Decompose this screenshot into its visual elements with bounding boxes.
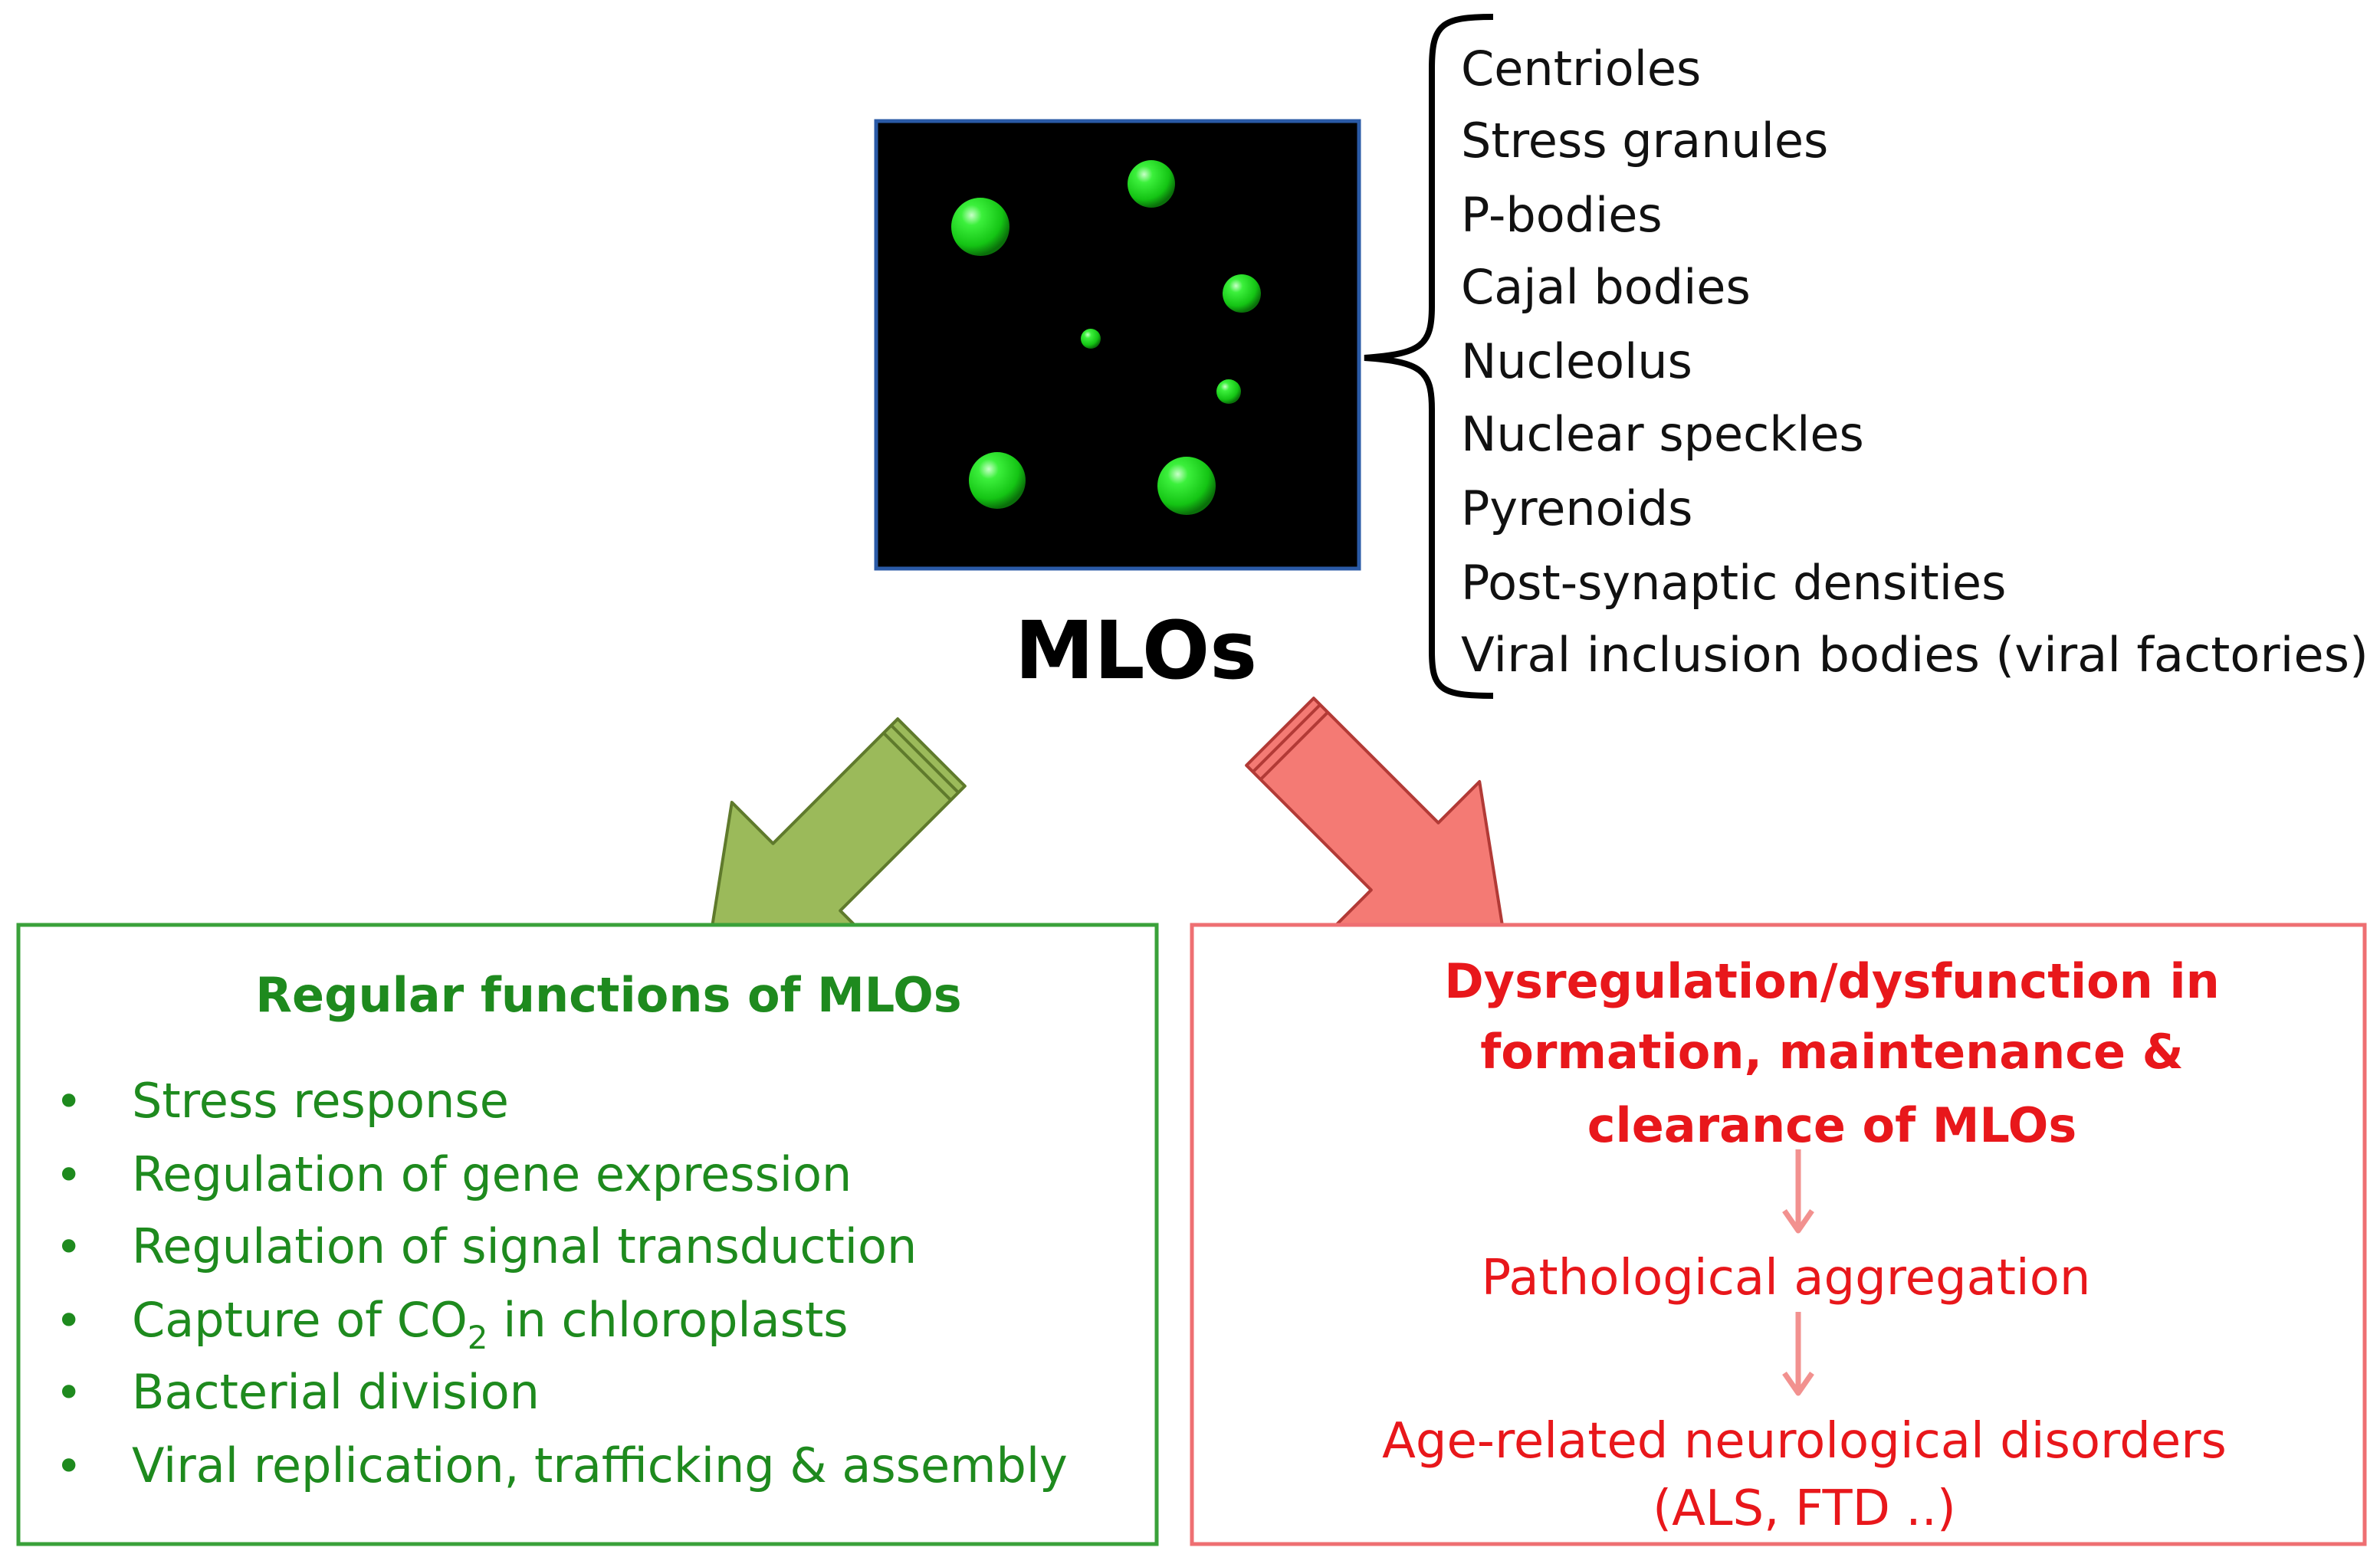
mlo-type-item: P-bodies (1461, 187, 1663, 243)
green-arrow (702, 717, 967, 982)
down-arrow-head (1782, 1209, 1814, 1234)
mlo-sphere (1128, 160, 1175, 208)
pathological-aggregation: Pathological aggregation (1482, 1250, 2091, 1306)
mlo-sphere (1216, 379, 1241, 404)
mlo-title: MLOs (1015, 604, 1257, 697)
mlo-type-item: Viral inclusion bodies (viral factories) (1461, 627, 2369, 683)
co2-suffix: in chloroplasts (488, 1292, 849, 1348)
regular-functions-title: Regular functions of MLOs (255, 967, 961, 1023)
dysfunction-box: Dysregulation/dysfunction in formation, … (1190, 923, 2367, 1546)
co2-prefix: Capture of CO (132, 1292, 468, 1348)
regular-function-item: Regulation of gene expression (132, 1146, 852, 1202)
disorders-line: Age-related neurological disorders (1382, 1413, 2227, 1470)
bullet-dot: • (55, 1149, 82, 1202)
dysfunction-title-line: Dysregulation/dysfunction in (1444, 953, 2220, 1009)
mlo-type-item: Stress granules (1461, 113, 1828, 169)
regular-function-item: Viral replication, trafficking & assembl… (132, 1438, 1068, 1493)
mlo-type-list: Centrioles Stress granules P-bodies Caja… (1461, 41, 2369, 683)
mlo-image-background (874, 119, 1361, 571)
mlo-sphere (951, 198, 1009, 256)
mlo-sphere (969, 452, 1026, 509)
mlo-type-item: Cajal bodies (1461, 259, 1751, 315)
mlo-sphere (1157, 457, 1216, 515)
mlo-type-item: Centrioles (1461, 41, 1701, 97)
bullet-dot: • (55, 1294, 82, 1348)
mlo-sphere (1081, 329, 1101, 349)
green-arrow-shape (702, 717, 967, 982)
down-arrow-head (1782, 1372, 1814, 1396)
bullet-dot: • (55, 1075, 82, 1129)
mlo-image-panel (874, 119, 1361, 571)
regular-function-item: Regulation of signal transduction (132, 1218, 917, 1274)
disorders-line: (ALS, FTD ..) (1653, 1480, 1956, 1537)
down-arrow (1782, 1149, 1814, 1234)
bullet-dot: • (55, 1221, 82, 1274)
mlo-type-item: Pyrenoids (1461, 480, 1692, 536)
regular-functions-box: Regular functions of MLOs • Stress respo… (16, 923, 1159, 1546)
mlo-type-item: Nuclear speckles (1461, 406, 1864, 462)
down-arrow (1782, 1312, 1814, 1396)
regular-function-item: Bacterial division (132, 1364, 540, 1420)
red-arrow-stripe (1259, 711, 1329, 781)
red-arrow-stripe (1252, 703, 1321, 773)
bullet-dot: • (55, 1440, 82, 1493)
co2-subscript: 2 (468, 1319, 488, 1356)
mlo-type-item: Post-synaptic densities (1461, 555, 2006, 611)
bullet-dot: • (55, 1366, 82, 1420)
green-arrow-stripe (882, 732, 952, 802)
regular-function-item: Stress response (132, 1073, 509, 1129)
regular-function-item-co2: Capture of CO2 in chloroplasts (132, 1292, 849, 1356)
green-arrow-stripe (890, 724, 960, 794)
curly-brace (1364, 14, 1494, 699)
dysfunction-border (1190, 923, 2367, 1546)
regular-functions-border (16, 923, 1159, 1546)
dysfunction-title-line: formation, maintenance & (1480, 1024, 2183, 1080)
mlo-type-item: Nucleolus (1461, 333, 1692, 389)
dysfunction-title-line: clearance of MLOs (1587, 1097, 2077, 1153)
mlo-sphere (1223, 274, 1261, 313)
